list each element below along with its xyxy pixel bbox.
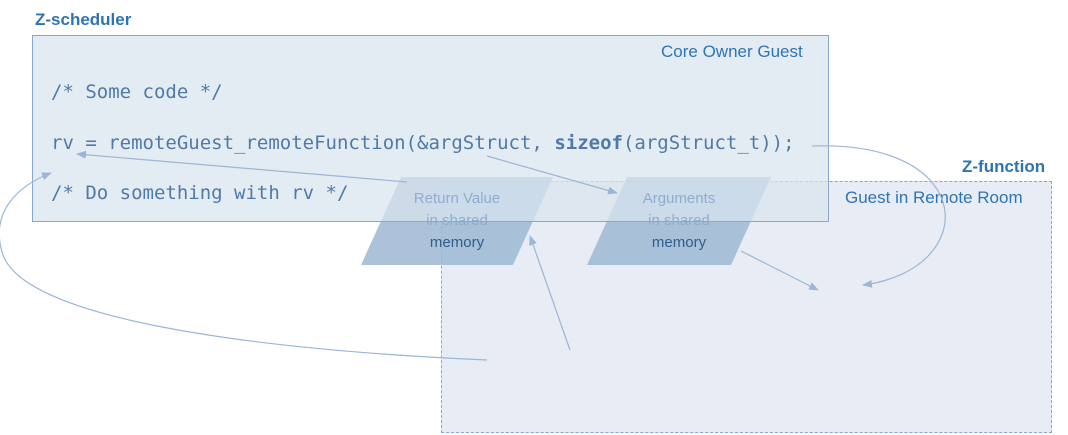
code-sizeof-keyword: sizeof [554,132,623,154]
arrow-shared-args-to-remote [740,250,819,291]
arrow-remote-to-return [529,235,571,351]
arrow-call-to-remote [811,145,946,288]
return-value-label: Return Value in shared memory [392,188,522,254]
core-owner-guest-label: Core Owner Guest [661,42,803,61]
return-value-line3: memory [429,234,485,251]
zfunction-heading: Z-function [962,157,1046,176]
code-comment-do-something: /* Do something with rv */ [51,182,349,204]
zscheduler-box [32,35,829,222]
arguments-label: Arguments in shared memory [614,188,744,254]
code-remote-call: rv = remoteGuest_remoteFunction(&argStru… [51,132,795,154]
zscheduler-heading: Z-scheduler [35,10,132,29]
arrow-args-to-shared [486,155,618,195]
arguments-line2: in shared [648,212,710,229]
arrow-loop-to-do-something [0,172,488,361]
return-value-line2: in shared [426,212,488,229]
arguments-line3: memory [651,234,707,251]
remote-guest-label: Guest in Remote Room [845,188,1023,207]
code-call-prefix: rv = remoteGuest_remoteFunction(&argStru… [51,132,555,154]
return-value-line1: Return Value [413,190,501,207]
arguments-line1: Arguments [642,190,716,207]
arrow-return-to-rv [76,150,408,183]
code-call-suffix: (argStruct_t)); [622,132,795,154]
code-comment-some-code: /* Some code */ [51,81,223,103]
